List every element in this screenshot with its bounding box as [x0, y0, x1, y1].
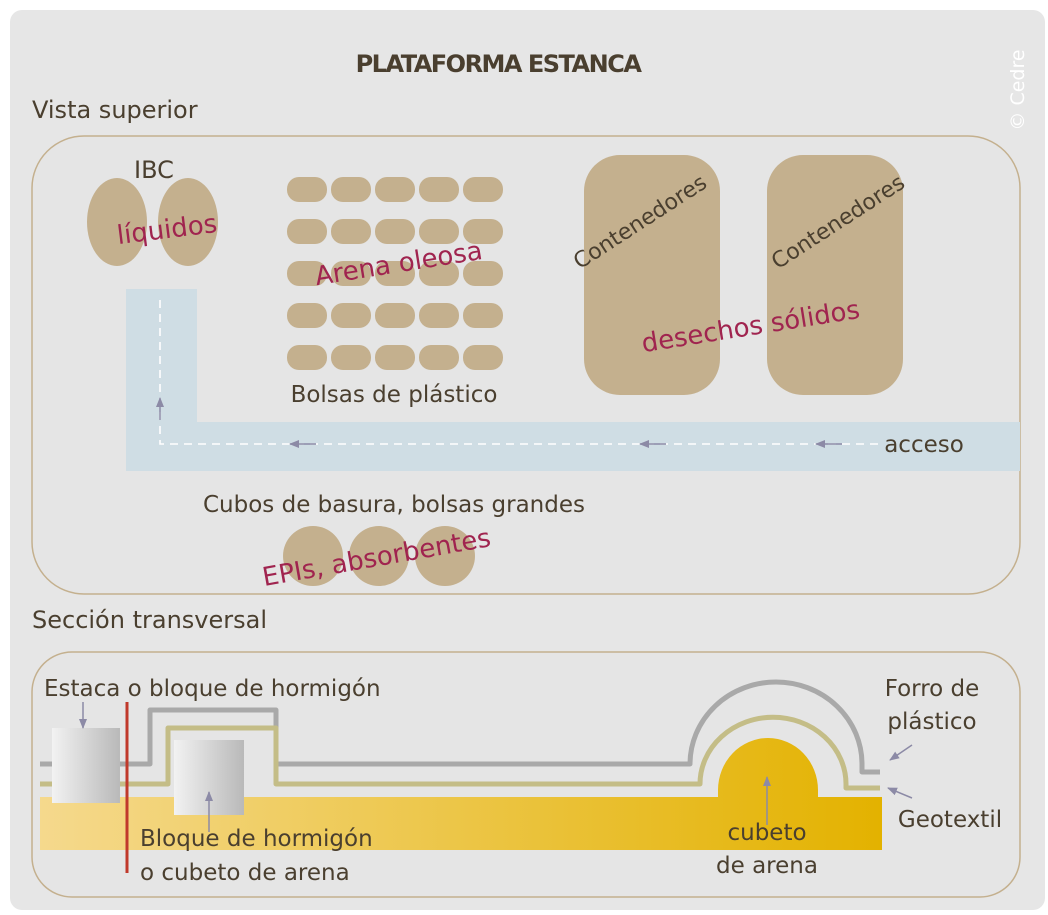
top-view-heading: Vista superior: [32, 96, 198, 124]
diagram-title: PLATAFORMA ESTANCA: [356, 50, 643, 78]
sand-layer: [40, 738, 882, 850]
berm-label-line2: de arena: [716, 853, 818, 879]
bins: [283, 526, 475, 586]
access-arrows: [156, 397, 842, 448]
access-label: acceso: [884, 432, 964, 458]
liner-label-line1: Forro de: [885, 676, 980, 702]
block-label-line2: o cubeto de arena: [140, 860, 350, 886]
geotextile-layer: [40, 714, 880, 791]
cross-section-arrows: [79, 702, 913, 832]
plastic-liner: [40, 679, 880, 775]
stake-block: [52, 728, 120, 803]
block-label-line1: Bloque de hormigón: [140, 826, 373, 852]
copyright-notice: © Cedre: [1007, 49, 1029, 130]
cross-section-heading: Sección transversal: [32, 606, 267, 634]
ibc-label: IBC: [134, 156, 174, 184]
berm-label-line1: cubeto: [727, 820, 806, 846]
bins-label: Cubos de basura, bolsas grandes: [203, 492, 585, 518]
plastic-bags-grid: [287, 177, 503, 370]
stake-label: Estaca o bloque de hormigón: [44, 676, 381, 702]
liner-label-line2: plástico: [887, 709, 976, 735]
container-left: [584, 155, 720, 395]
access-lane: [126, 289, 1020, 471]
container-right: [767, 155, 903, 395]
ibc-tanks: [87, 178, 218, 266]
bags-label: Bolsas de plástico: [291, 382, 498, 408]
geotextile-label: Geotextil: [898, 807, 1002, 833]
